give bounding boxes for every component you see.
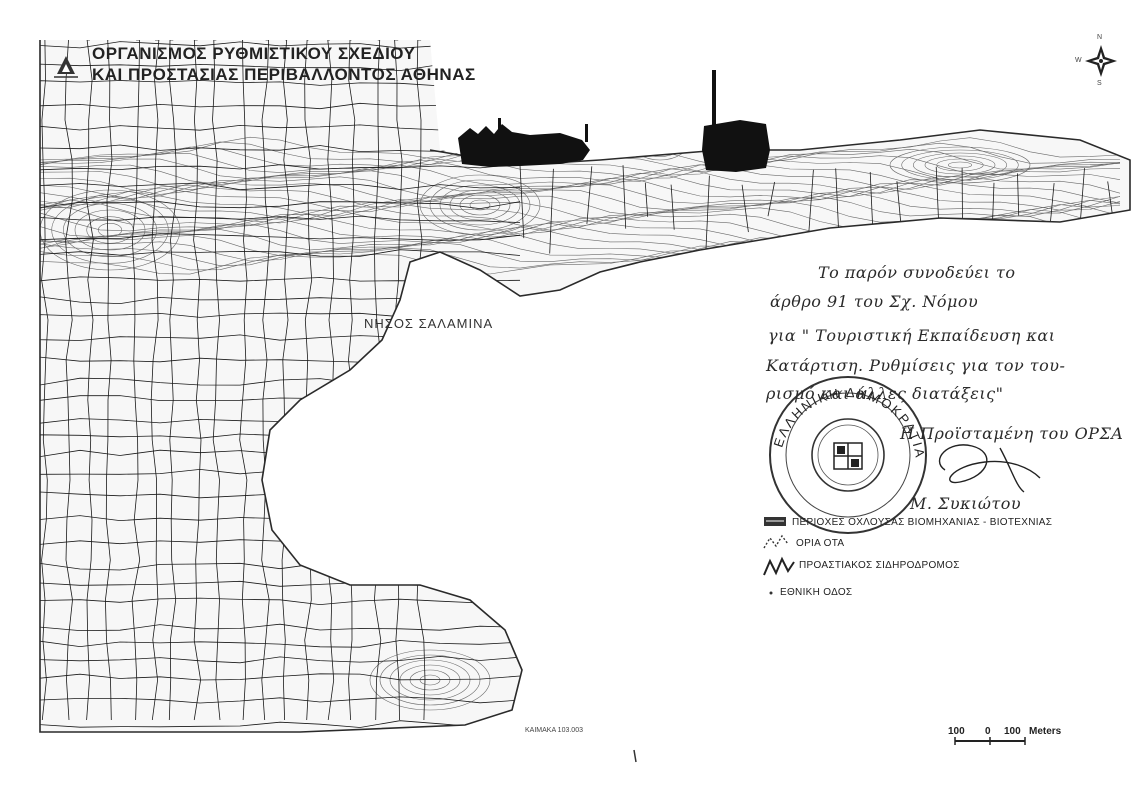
legend-label-highway: ΕΘΝΙΚΗ ΟΔΟΣ xyxy=(780,587,853,598)
map-title-line-1: ΟΡΓΑΝΙΣΜΟΣ ΡΥΘΜΙΣΤΙΚΟΥ ΣΧΕΔΙΟΥ xyxy=(92,44,416,63)
scale-label-left: 100 xyxy=(948,726,965,737)
handwritten-note-line-5: ρισμό και άλλες διατάξεις" xyxy=(766,384,1004,403)
coastline xyxy=(39,40,1131,733)
legend-symbol-railway-icon xyxy=(763,556,795,576)
legend-symbol-municipal-border-icon xyxy=(763,534,789,549)
handwritten-note-line-2: άρθρο 91 του Σχ. Νόμου xyxy=(770,292,979,311)
legend-label-municipal-border: ΟΡΙΑ ΟΤΑ xyxy=(796,538,845,549)
handwritten-note-line-1: Το παρόν συνοδεύει το xyxy=(818,263,1016,282)
legend-symbol-highway-icon xyxy=(769,591,773,595)
handwritten-note-line-7: Μ. Συκιώτου xyxy=(910,494,1022,513)
legend-symbol-industrial-icon xyxy=(764,517,786,526)
legend-label-railway: ΠΡΟΑΣΤΙΑΚΟΣ ΣΙΔΗΡΟΔΡΟΜΟΣ xyxy=(799,560,960,571)
handwritten-note-line-6: Η Προϊσταμένη του ΟΡΣΑ xyxy=(900,424,1124,443)
compass-rose-icon xyxy=(1085,45,1117,77)
scale-unit: Meters xyxy=(1029,726,1062,737)
compass-west-label: W xyxy=(1075,57,1082,64)
compass-south-label: S xyxy=(1097,80,1102,87)
handwritten-note-line-4: Κατάρτιση. Ρυθμίσεις για τον του- xyxy=(766,356,1066,375)
orsa-logo-icon xyxy=(54,56,78,78)
island-label: ΝΗΣΟΣ ΣΑΛΑΜΙΝΑ xyxy=(364,316,494,331)
handwritten-note-line-3: για " Τουριστική Εκπαίδευση και xyxy=(768,326,1056,345)
compass-north-label: N xyxy=(1097,34,1103,41)
sheet-reference: ΚΑΙΜΑΚΑ 103.003 xyxy=(525,727,583,734)
coat-of-arms-icon xyxy=(833,442,863,470)
legend-label-industrial: ΠΕΡΙΟΧΕΣ ΟΧΛΟΥΣΑΣ ΒΙΟΜΗΧΑΝΙΑΣ - ΒΙΟΤΕΧΝΙ… xyxy=(792,517,1053,528)
scale-bar xyxy=(954,737,1026,745)
scale-label-right: 100 xyxy=(1004,726,1021,737)
map-title-line-2: ΚΑΙ ΠΡΟΣΤΑΣΙΑΣ ΠΕΡΙΒΑΛΛΟΝΤΟΣ ΑΘΗΝΑΣ xyxy=(92,65,476,84)
stray-mark xyxy=(633,749,637,763)
signature xyxy=(938,444,1041,493)
scale-label-zero: 0 xyxy=(985,726,991,737)
street-network xyxy=(40,40,1115,728)
industrial-zone xyxy=(458,70,770,172)
